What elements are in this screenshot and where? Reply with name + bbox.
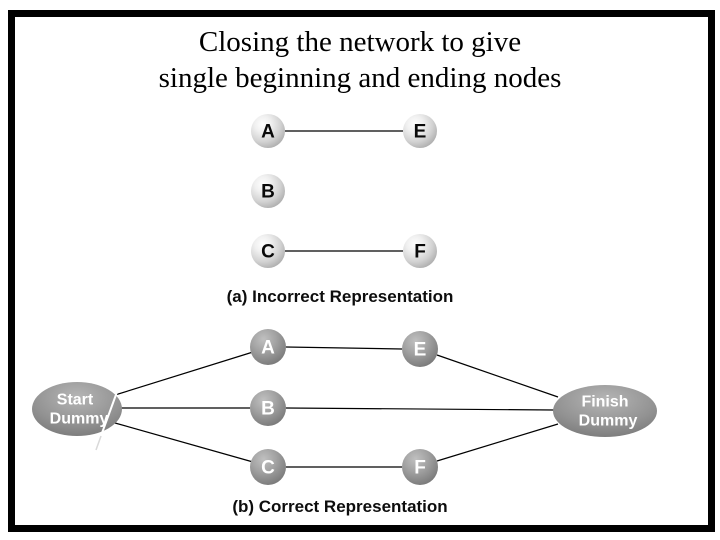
edge-f-finish: [436, 423, 559, 462]
start-dummy-label-line2: Dummy: [50, 411, 109, 428]
diagram-a: A B C E F: [251, 114, 437, 268]
node-a: [251, 114, 285, 148]
node-f-b-label: F: [414, 458, 426, 479]
finish-dummy-label-line1: Finish: [581, 394, 628, 411]
node-b-b-label: B: [261, 399, 275, 420]
node-a-label: A: [261, 122, 275, 143]
slide-title-line1: Closing the network to give: [198, 26, 522, 58]
start-dummy-slash-tail: [95, 435, 102, 451]
start-dummy-node: [32, 382, 122, 436]
node-e-b-label: E: [414, 340, 427, 361]
node-b: [251, 174, 285, 208]
node-e-b: [402, 331, 438, 367]
slide-title: Closing the network to give single begin…: [0, 24, 720, 96]
edge-e-finish: [436, 354, 559, 398]
node-b-b: [250, 390, 286, 426]
node-a-b-label: A: [261, 338, 275, 359]
edge-start-c: [114, 422, 254, 463]
caption-correct: (b) Correct Representation: [232, 497, 448, 516]
edge-start-a: [114, 351, 254, 396]
caption-incorrect: (a) Incorrect Representation: [226, 287, 454, 306]
node-c: [251, 234, 285, 268]
diagram-b: Start Dummy Finish Dummy A B C E F: [32, 329, 657, 485]
node-b-label: B: [261, 182, 275, 203]
slide-title-line2: single beginning and ending nodes: [158, 62, 562, 94]
node-c-b-label: C: [261, 458, 275, 479]
node-e: [403, 114, 437, 148]
start-dummy-slash: [97, 380, 122, 445]
node-e-label: E: [414, 122, 427, 143]
finish-dummy-node: [553, 385, 657, 437]
node-a-b: [250, 329, 286, 365]
edge-b-finish: [285, 407, 555, 411]
start-dummy-label-line1: Start: [57, 392, 94, 409]
edge-a-e-b: [285, 346, 403, 350]
node-f: [403, 234, 437, 268]
node-c-b: [250, 449, 286, 485]
node-c-label: C: [261, 242, 275, 263]
node-f-b: [402, 449, 438, 485]
finish-dummy-label-line2: Dummy: [579, 413, 638, 430]
node-f-label: F: [414, 242, 426, 263]
